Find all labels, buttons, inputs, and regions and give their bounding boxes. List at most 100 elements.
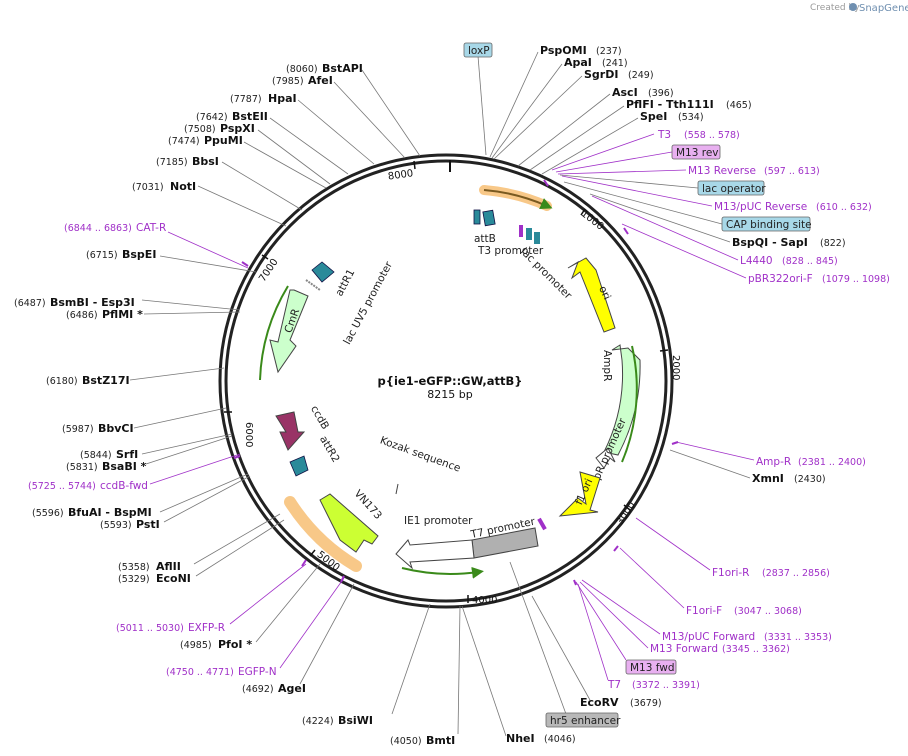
svg-text:(4692): (4692) xyxy=(242,684,274,695)
enzyme-ppumi: PpuMI (7474) xyxy=(168,134,327,189)
primer-exfp-r: EXFP-R (5011 .. 5030) xyxy=(116,563,307,634)
enzyme-pflmi: PflMI * (6486) xyxy=(66,308,241,321)
svg-text:(7185): (7185) xyxy=(156,157,188,168)
attR1-label: attR1 xyxy=(333,267,357,298)
svg-text:(2430): (2430) xyxy=(794,474,826,485)
svg-text:lac operator: lac operator xyxy=(702,183,766,195)
primer-site-markers xyxy=(233,179,679,586)
svg-text:ApaI: ApaI xyxy=(564,56,592,69)
enzyme-asci: AscI (396) xyxy=(517,86,674,167)
svg-text:EGFP-N: EGFP-N xyxy=(238,666,277,678)
svg-text:(7031): (7031) xyxy=(132,182,164,193)
attB-arrow xyxy=(483,189,553,210)
svg-text:(4224): (4224) xyxy=(302,716,334,727)
ccdB-arrow xyxy=(275,411,306,451)
enzyme-afei: AfeI (7985) xyxy=(272,74,406,159)
ampR-arrow xyxy=(603,344,641,456)
plasmid-length: 8215 bp xyxy=(427,388,472,401)
svg-text:PflMI *: PflMI * xyxy=(102,308,143,321)
m13-fwd-box: M13 fwd xyxy=(575,581,677,675)
svg-text:(6180): (6180) xyxy=(46,376,78,387)
svg-text:(465): (465) xyxy=(726,100,752,111)
ampR-promoter-arrow xyxy=(595,447,616,469)
svg-text:L4440: L4440 xyxy=(740,255,773,267)
primer-egfp-n: EGFP-N (4750 .. 4771) xyxy=(166,577,345,678)
enzyme-bstz17i: BstZ17I (6180) xyxy=(46,367,225,387)
cmR-green-arc xyxy=(259,285,289,381)
svg-text:(822): (822) xyxy=(820,238,846,249)
svg-text:SpeI: SpeI xyxy=(640,110,667,123)
svg-text:BsaBI *: BsaBI * xyxy=(102,460,147,473)
svg-text:(396): (396) xyxy=(648,88,674,99)
plasmid-name: p{ie1-eGFP::GW,attB} xyxy=(378,374,523,388)
svg-text:BspEI: BspEI xyxy=(122,248,156,261)
svg-text:(4050): (4050) xyxy=(390,736,422,747)
lac-marker-3 xyxy=(534,232,540,244)
attB-highlight-arc xyxy=(479,185,552,211)
svg-text:CAT-R: CAT-R xyxy=(136,222,166,234)
svg-text:(5329): (5329) xyxy=(118,574,150,585)
svg-text:M13/pUC Reverse: M13/pUC Reverse xyxy=(714,201,807,213)
enzyme-bstapi: BstAPI (8060) xyxy=(286,62,421,157)
svg-text:(5593): (5593) xyxy=(100,520,132,531)
svg-text:T7: T7 xyxy=(607,679,621,691)
svg-text:M13 fwd: M13 fwd xyxy=(630,662,675,674)
enzyme-ecorv: EcoRV (3679) xyxy=(531,595,662,709)
svg-text:PfoI *: PfoI * xyxy=(218,638,252,651)
svg-text:(5725 .. 5744): (5725 .. 5744) xyxy=(28,481,96,492)
tick-label-4000: 4000 xyxy=(472,595,497,606)
svg-text:BsiWI: BsiWI xyxy=(338,714,373,727)
ampR-label: AmpR xyxy=(601,350,613,381)
lac-operator-box: lac operator xyxy=(559,174,766,196)
primer-f1ori-r: F1ori-R (2837 .. 2856) xyxy=(635,517,830,579)
enzyme-pfoi: PfoI * (4985) xyxy=(180,563,321,651)
t7-marker xyxy=(537,517,547,531)
svg-text:(5987): (5987) xyxy=(62,424,94,435)
svg-text:(6844 .. 6863): (6844 .. 6863) xyxy=(64,223,132,234)
svg-text:(6486): (6486) xyxy=(66,310,98,321)
svg-text:T3: T3 xyxy=(657,129,671,141)
t3-promoter-label: T3 promoter xyxy=(477,245,544,257)
svg-text:AflII: AflII xyxy=(156,560,181,573)
svg-text:(6487): (6487) xyxy=(14,298,46,309)
enzyme-xmni: XmnI (2430) xyxy=(669,449,826,485)
svg-text:NotI: NotI xyxy=(170,180,196,193)
svg-text:BstEII: BstEII xyxy=(232,110,268,123)
svg-text:(3331 .. 3353): (3331 .. 3353) xyxy=(764,632,832,643)
svg-text:NheI: NheI xyxy=(506,732,535,745)
svg-text:BstZ17I: BstZ17I xyxy=(82,374,130,387)
tick-label-2000: 2000 xyxy=(670,355,681,380)
primer-cat-r: CAT-R (6844 .. 6863) xyxy=(64,222,249,269)
enzyme-pflfi-tth111i: PflFI - Tth111I (465) xyxy=(529,98,752,171)
svg-text:(534): (534) xyxy=(678,112,704,123)
svg-text:PstI: PstI xyxy=(136,518,160,531)
attR2-arrow xyxy=(289,455,309,477)
svg-text:(597 .. 613): (597 .. 613) xyxy=(764,166,820,177)
attB-box-1 xyxy=(473,209,481,225)
attR2-label: attR2 xyxy=(317,434,342,465)
svg-text:ccdB-fwd: ccdB-fwd xyxy=(100,480,148,492)
svg-text:PspXI: PspXI xyxy=(220,122,255,135)
lac-marker-2 xyxy=(526,228,532,240)
svg-text:BbvCI: BbvCI xyxy=(98,422,134,435)
vn173-highlight-arc xyxy=(284,496,362,572)
svg-text:EcoNI: EcoNI xyxy=(156,572,191,585)
enzyme-psti: PstI (5593) xyxy=(100,475,251,531)
primer-m13-forward: M13 Forward (3345 .. 3362) xyxy=(579,581,790,655)
svg-text:(4750 .. 4771): (4750 .. 4771) xyxy=(166,667,234,678)
svg-text:PflFI - Tth111I: PflFI - Tth111I xyxy=(626,98,714,111)
svg-text:BspQI - SapI: BspQI - SapI xyxy=(732,236,808,249)
enzyme-bsteii: BstEII (7642) xyxy=(196,110,349,175)
svg-text:Amp-R: Amp-R xyxy=(756,456,791,468)
hr5-enhancer-box: hr5 enhancer xyxy=(509,561,621,728)
enzyme-bfuai-bspmi: BfuAI - BspMI (5596) xyxy=(32,473,249,519)
svg-text:(4046): (4046) xyxy=(544,734,576,745)
snapgene-logo-icon xyxy=(849,3,857,11)
tick-label-8000: 8000 xyxy=(387,168,414,182)
svg-text:XmnI: XmnI xyxy=(752,472,784,485)
svg-text:(2837 .. 2856): (2837 .. 2856) xyxy=(762,568,830,579)
vn173-arrow xyxy=(319,493,379,553)
enzyme-apai: ApaI (241) xyxy=(491,56,628,159)
tick-label-3000: 3000 xyxy=(615,500,638,527)
ampR-green-arc xyxy=(621,345,638,463)
